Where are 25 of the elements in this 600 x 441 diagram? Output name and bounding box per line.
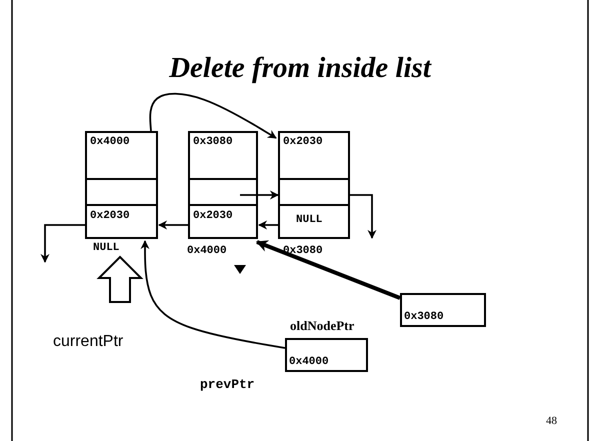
pointer-arrow: [40, 224, 85, 263]
pointer-box: [400, 293, 486, 327]
address-text: 0x4000: [90, 137, 130, 148]
address-text: NULL: [93, 243, 120, 254]
pointer-arrow: [258, 220, 278, 230]
address-text: NULL: [296, 215, 322, 226]
pointer-label: currentPtr: [53, 333, 124, 351]
pointer-arrow: [256, 240, 401, 300]
pointer-name: oldNodePtr: [290, 318, 354, 334]
address-text: 0x3080: [193, 137, 233, 148]
address-text: 0x2030: [193, 211, 233, 222]
pointer-arrow: [240, 190, 279, 200]
slide-title: Delete from inside list: [168, 52, 432, 85]
pointer-arrow: [350, 194, 376, 239]
curved-arrow: [149, 92, 277, 139]
address-text: 0x4000: [289, 357, 329, 368]
address-text: 0x2030: [90, 211, 130, 222]
pointer-name: prevPtr: [200, 378, 255, 391]
address-text: 0x3080: [404, 312, 444, 323]
address-text: 0x2030: [283, 137, 323, 148]
pointer-arrow: [158, 220, 188, 230]
address-text: 0x3080: [283, 246, 323, 257]
page-number: 48: [546, 415, 557, 427]
address-text: 0x4000: [187, 246, 227, 257]
curved-arrow: [140, 240, 286, 349]
